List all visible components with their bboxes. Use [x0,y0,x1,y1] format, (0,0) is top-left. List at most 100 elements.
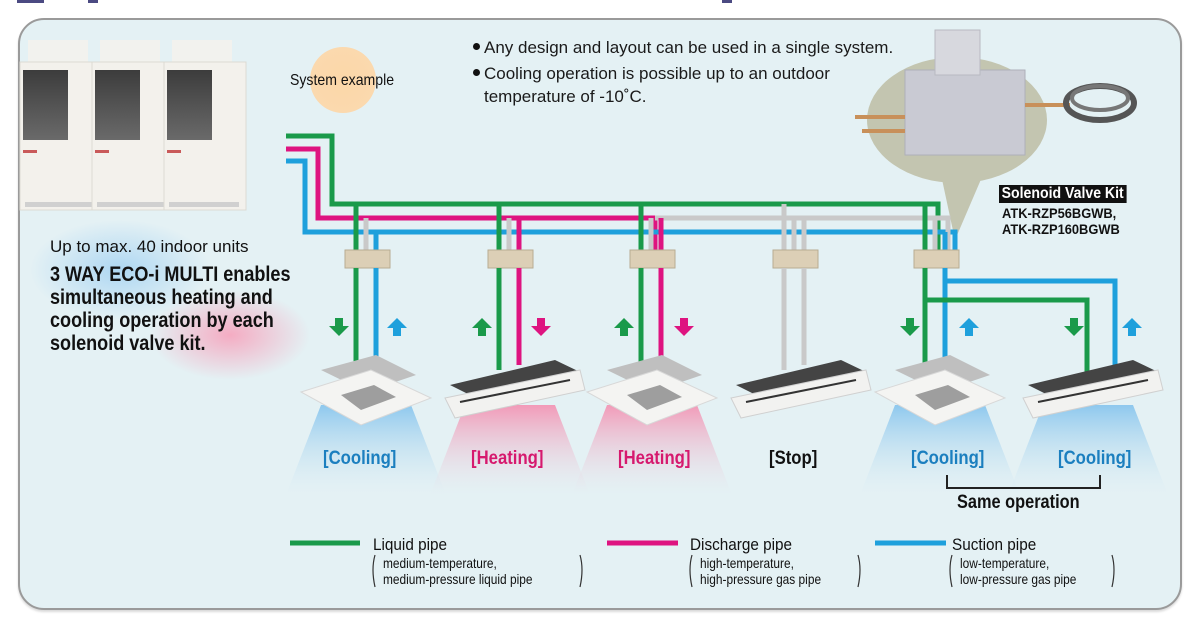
legend-suction-desc-2: low-pressure gas pipe [960,571,1077,587]
indoor-units [286,355,1168,495]
solenoid-branch-box [913,249,960,269]
outdoor-unit-top [172,40,232,62]
outdoor-unit-logo [167,150,181,153]
system-example-highlight [310,47,376,113]
cassette-grille [627,385,682,410]
outdoor-unit-base [97,202,167,207]
legend-suction-desc-1: low-temperature, [960,555,1050,571]
legend-paren-open [949,554,953,588]
unit-status-4: [Stop] [769,448,818,469]
arrow-up-icon [614,318,634,336]
arrow-down-icon [329,318,349,336]
legend-discharge-desc-2: high-pressure gas pipe [700,571,822,587]
title-fragment [722,0,732,3]
same-operation-bracket [946,475,1101,489]
title-fragment [88,0,98,3]
liquid-extension-pipe [925,297,1090,385]
unit-status-2: [Heating] [471,448,544,469]
solenoid-kit-model-1: ATK-RZP56BGWB, [1002,205,1117,221]
outdoor-unit-base [25,202,95,207]
outdoor-unit [91,40,175,211]
headline-line-1: 3 WAY ECO-i MULTI enables [50,263,291,286]
outdoor-unit-fan-grille [23,70,68,140]
outdoor-unit-top [28,40,88,62]
solenoid-kit-body [904,69,1026,156]
headline-line-3: cooling operation by each [50,309,274,332]
outdoor-unit-fan-grille [95,70,140,140]
unit-status-3: [Heating] [618,448,691,469]
legend-discharge-desc-1: high-temperature, [700,555,794,571]
cassette-grille [341,385,396,410]
cassette-louver [1037,379,1149,403]
indoor-unit [444,360,586,419]
arrow-up-icon [959,318,979,336]
airflow-cone [572,405,732,495]
cassette-panel [1022,369,1164,419]
outdoor-unit [19,40,103,211]
legend-paren-open [689,554,693,588]
solenoid-branch-box [344,249,391,269]
legend-liquid-desc-1: medium-temperature, [383,555,497,571]
feature-bullet-2: Cooling operation is possible up to an o… [473,62,830,85]
outdoor-unit-base [169,202,239,207]
pipe-network [286,133,1142,385]
system-example-label: System example [290,72,395,89]
arrow-down-icon [1064,318,1084,336]
outdoor-units [19,40,247,211]
arrow-down-icon [531,318,551,336]
legend-paren-close [857,554,861,588]
arrow-up-icon [472,318,492,336]
cassette-louver [459,379,571,403]
legend-paren-open [372,554,376,588]
same-operation-label: Same operation [957,492,1080,513]
arrow-down-icon [674,318,694,336]
airflow-cone [430,405,590,495]
headline-line-2: simultaneous heating and [50,286,273,309]
intro-blue-glow [30,220,210,320]
suction-extension-pipe [945,278,1118,378]
legend-paren-close [579,554,583,588]
indoor-unit [1022,360,1164,419]
inactive-pipe [655,215,951,262]
airflow-cone [286,405,446,495]
legend-paren-close [1111,554,1115,588]
unit-status-1: [Cooling] [323,448,397,469]
headline-line-4: solenoid valve kit. [50,332,206,355]
unit-status-6: [Cooling] [1058,448,1132,469]
arrow-down-icon [900,318,920,336]
feature-bullet-2-cont: temperature of -10˚C. [484,87,647,106]
solenoid-kit-model-2: ATK-RZP160BGWB [1002,221,1120,237]
title-fragment [17,0,44,3]
solenoid-branch-box [772,249,819,269]
arrow-up-icon [387,318,407,336]
max-units-text: Up to max. 40 indoor units [50,237,249,256]
solenoid-kit-callout [855,29,1137,240]
indoor-unit [873,355,1007,426]
cassette-panel [730,369,872,419]
feature-bullet-1: Any design and layout can be used in a s… [473,36,893,59]
solenoid-branch-box [629,249,676,269]
airflow-cone [1008,405,1168,495]
cassette-grille [915,385,970,410]
arrow-up-icon [1122,318,1142,336]
cassette-panel [444,369,586,419]
outdoor-unit-logo [95,150,109,153]
indoor-unit [299,355,433,426]
airflow-cone [860,405,1020,495]
suction-main-pipe [286,158,958,262]
intro-pink-glow [150,290,310,380]
legend-discharge-title: Discharge pipe [690,535,793,554]
unit-status-5: [Cooling] [911,448,985,469]
outdoor-unit-logo [23,150,37,153]
legend-liquid-title: Liquid pipe [373,535,448,554]
solenoid-kit-label: Solenoid Valve Kit [999,185,1127,203]
solenoid-branch-box [487,249,534,269]
legend-liquid-desc-2: medium-pressure liquid pipe [383,571,533,587]
outdoor-unit [163,40,247,211]
legend-suction-title: Suction pipe [952,535,1037,554]
outdoor-unit-top [100,40,160,62]
indoor-unit [730,360,872,419]
outdoor-unit-fan-grille [167,70,212,140]
liquid-main-pipe [286,133,941,262]
